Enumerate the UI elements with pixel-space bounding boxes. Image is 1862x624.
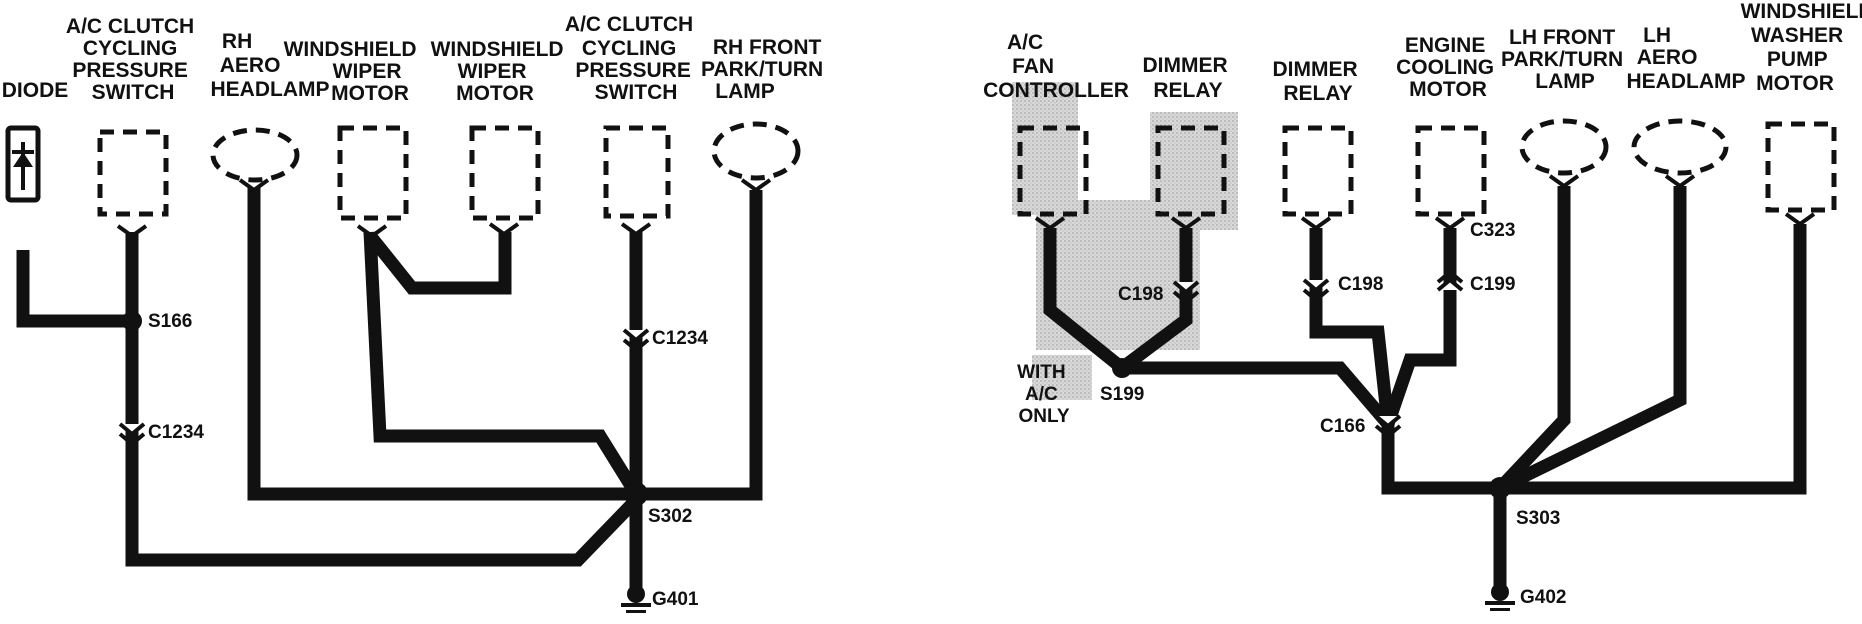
- c1234-right-label: C1234: [652, 328, 708, 349]
- lh-aero-headlamp-label: LH AERO HEADLAMP: [1627, 24, 1746, 93]
- rh-aero-headlamp-label: RH AERO HEADLAMP: [211, 30, 330, 101]
- g402-label: G402: [1520, 587, 1566, 608]
- engine-cooling-motor-label: ENGINE COOLING MOTOR: [1396, 34, 1500, 101]
- s199-label: S199: [1100, 384, 1144, 405]
- dimmer-relay-1-box: [1155, 125, 1227, 217]
- c166-connector: [1374, 414, 1402, 439]
- dimmer-relay-2-label: DIMMER RELAY: [1272, 58, 1363, 105]
- engine-cooling-motor-box: [1415, 125, 1487, 217]
- windshield-washer-pump-motor-box: [1765, 121, 1837, 213]
- wire-ac-clutch-switch-1: [125, 232, 641, 567]
- wire-wiper-jumper: [366, 232, 512, 295]
- lh-front-park-turn-lamp-label: LH FRONT PARK/TURN LAMP: [1501, 26, 1629, 93]
- windshield-washer-pump-motor-label: WINDSHIELD WASHER PUMP MOTOR: [1741, 0, 1862, 95]
- ac-clutch-switch-1-label: A/C CLUTCH CYCLING PRESSURE SWITCH: [66, 15, 200, 104]
- s302-splice: [624, 482, 648, 506]
- wire-s199-to-c166: [1122, 361, 1393, 429]
- s302-label: S302: [648, 506, 692, 527]
- wire-wiper-motor-1: [363, 231, 642, 498]
- wire-rh-front-park-turn-lamp: [636, 190, 763, 501]
- wire-dimmer-relay-1: [1118, 228, 1193, 374]
- diode-label: DIODE: [2, 79, 69, 102]
- wire-ac-fan-controller: [1043, 228, 1127, 374]
- rh-front-park-turn-lamp-label: RH FRONT PARK/TURN LAMP: [701, 36, 829, 103]
- s166-label: S166: [148, 311, 192, 332]
- ac-clutch-switch-1-box: [97, 129, 169, 217]
- dimmer-relay-1-label: DIMMER RELAY: [1142, 54, 1233, 102]
- c198-right-label: C198: [1338, 274, 1383, 295]
- c1234-right-connector: [622, 328, 650, 353]
- rh-aero-headlamp-symbol: [210, 127, 300, 183]
- right-ground-diagram: A/C FAN CONTROLLER DIMMER RELAY DIMMER R…: [983, 0, 1862, 611]
- ac-clutch-switch-2-label: A/C CLUTCH CYCLING PRESSURE SWITCH: [565, 13, 699, 104]
- lh-front-park-turn-lamp-symbol: [1519, 118, 1609, 176]
- s303-label: S303: [1516, 508, 1560, 529]
- c1234-left-label: C1234: [148, 422, 204, 443]
- windshield-wiper-motor-1-label: WINDSHIELD WIPER MOTOR: [284, 38, 423, 105]
- with-ac-only-label: WITH A/C ONLY: [1017, 362, 1071, 427]
- c198-left-connector: [1172, 280, 1200, 305]
- ground-g402-icon: [1485, 583, 1515, 611]
- wire-washer-pump-motor: [1500, 224, 1807, 495]
- wire-lh-aero-headlamp: [1497, 186, 1687, 494]
- c1234-left-connector: [118, 422, 146, 447]
- lh-aero-headlamp-symbol: [1631, 118, 1729, 176]
- g401-label: G401: [652, 589, 699, 610]
- windshield-wiper-motor-2-label: WINDSHIELD WIPER MOTOR: [431, 38, 570, 105]
- c198-left-label: C198: [1118, 284, 1163, 305]
- wire-dimmer-relay-2: [1309, 228, 1395, 425]
- ac-fan-controller-label: A/C FAN CONTROLLER: [983, 31, 1129, 102]
- wire-c166-to-s303: [1381, 424, 1500, 495]
- s166-splice: [122, 311, 142, 331]
- wire-engine-cooling-motor: [1381, 228, 1457, 427]
- c166-label: C166: [1320, 416, 1365, 437]
- s303-splice: [1489, 477, 1511, 499]
- s199-splice: [1112, 358, 1132, 378]
- windshield-wiper-motor-2-box: [469, 125, 541, 221]
- diode-symbol: [5, 125, 41, 203]
- c199-label: C199: [1470, 274, 1515, 295]
- ac-clutch-switch-2-box: [603, 125, 671, 219]
- wire-rh-aero-headlamp: [247, 188, 636, 501]
- ground-g401-icon: [621, 585, 651, 613]
- ac-fan-controller-box: [1017, 125, 1089, 217]
- rh-front-park-turn-lamp-symbol: [711, 121, 801, 181]
- windshield-wiper-motor-1-box: [337, 125, 409, 221]
- left-ground-diagram: DIODE A/C CLUTCH CYCLING PRESSURE SWITCH…: [2, 13, 829, 613]
- wire-lh-front-park-turn-lamp: [1495, 186, 1571, 493]
- dimmer-relay-2-box: [1282, 125, 1354, 217]
- c198-right-connector: [1302, 278, 1330, 303]
- c199-connector: [1436, 269, 1464, 292]
- c323-label: C323: [1470, 220, 1515, 241]
- wire-diode: [16, 250, 132, 328]
